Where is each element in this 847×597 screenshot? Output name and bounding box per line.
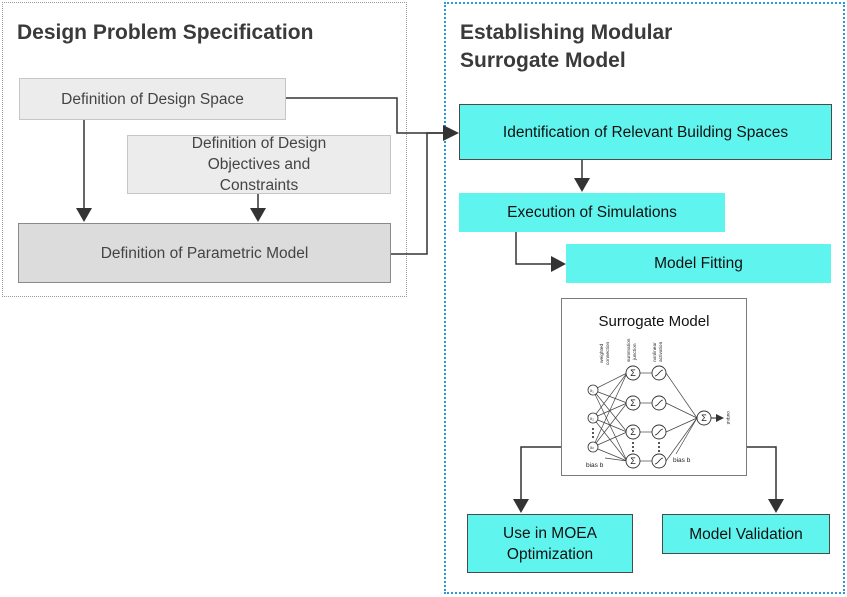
sigma-2: Σ <box>630 398 636 408</box>
execution-box[interactable]: Execution of Simulations <box>459 193 725 232</box>
identification-label: Identification of Relevant Building Spac… <box>502 123 789 141</box>
input-label-2: x₂ <box>590 416 594 421</box>
model-fitting-label: Model Fitting <box>654 255 743 272</box>
surrogate-model-panel <box>444 2 845 594</box>
parametric-model-box[interactable]: Definition of Parametric Model <box>18 223 391 283</box>
model-fitting-box[interactable]: Model Fitting <box>566 244 831 283</box>
identification-box[interactable]: Identification of Relevant Building Spac… <box>459 104 832 160</box>
activation-label: activation <box>658 341 664 362</box>
output-label: output <box>725 411 731 425</box>
design-problem-title: Design Problem Specification <box>17 21 314 44</box>
sigma-output: Σ <box>701 413 707 423</box>
parametric-model-label: Definition of Parametric Model <box>100 244 309 262</box>
weighted-label: weighted <box>599 343 605 363</box>
summation-label: summation <box>626 338 632 362</box>
design-space-box[interactable]: Definition of Design Space <box>19 78 286 120</box>
sigma-1: Σ <box>630 368 636 378</box>
arrow-model-to-moea <box>513 446 561 513</box>
surrogate-panel-title: Establishing Modular Surrogate Model <box>460 21 673 72</box>
connector-parametric-to-identification <box>391 125 459 255</box>
arrow-objectives-to-parametric <box>250 194 266 222</box>
arrow-identification-to-execution <box>574 160 590 192</box>
surrogate-model-title: Surrogate Model <box>598 313 710 330</box>
model-validation-label: Model Validation <box>689 525 803 543</box>
connector-design-space-to-identification <box>286 97 445 134</box>
input-label-n: xₙ <box>590 445 594 450</box>
nonlinear-label: nonlinear <box>652 342 658 362</box>
execution-label: Execution of Simulations <box>507 204 677 221</box>
input-label-1: x₁ <box>590 388 594 393</box>
design-space-label: Definition of Design Space <box>61 90 244 108</box>
model-validation-box[interactable]: Model Validation <box>662 514 830 554</box>
neural-network-diagram: x₁ x₂ xₙ Σ Σ Σ Σ Σ <box>586 338 731 469</box>
bias-label-right: bias b <box>673 457 691 464</box>
arrow-execution-to-fitting <box>515 232 566 272</box>
objectives-box[interactable]: Definition of Design Objectives and Cons… <box>127 135 391 194</box>
moea-box[interactable]: Use in MOEA Optimization <box>467 514 633 573</box>
connection-label: connection <box>605 341 611 365</box>
sigma-3: Σ <box>630 427 636 437</box>
moea-label: Use in MOEA Optimization <box>503 524 597 563</box>
bias-label-left: bias b <box>586 462 604 469</box>
design-problem-panel <box>2 2 407 297</box>
sigma-4: Σ <box>630 456 636 466</box>
arrow-design-space-to-parametric <box>76 120 92 222</box>
junction-label: junction <box>632 343 638 361</box>
objectives-label: Definition of Design Objectives and Cons… <box>191 135 327 194</box>
arrow-model-to-validation <box>747 446 784 513</box>
